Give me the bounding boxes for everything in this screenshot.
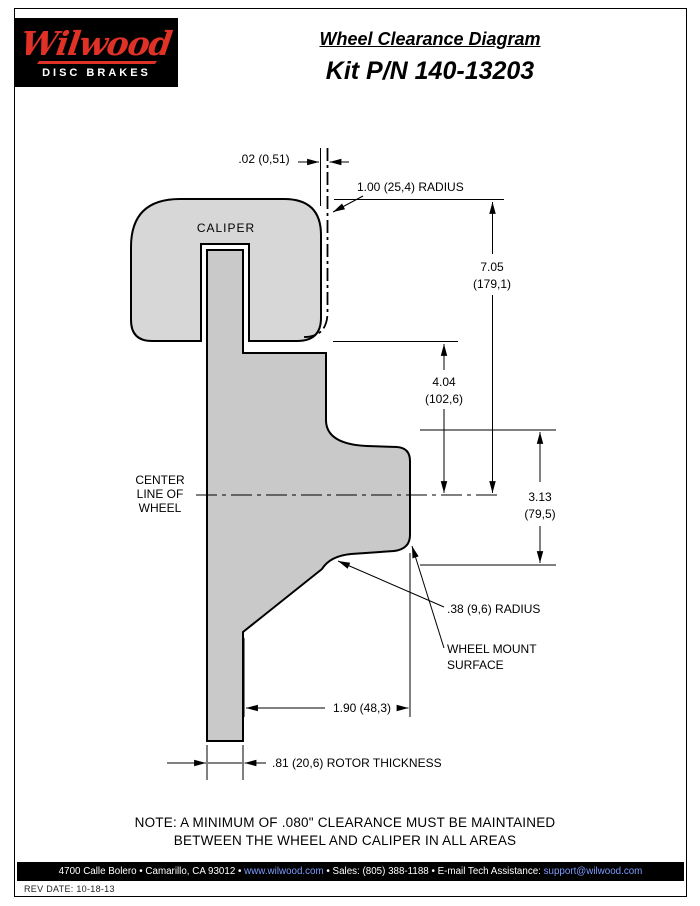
dim-3-13-mm-text: (79,5) bbox=[524, 507, 555, 521]
rev-date: REV DATE: 10-18-13 bbox=[24, 884, 115, 894]
note-line-2: BETWEEN THE WHEEL AND CALIPER IN ALL ARE… bbox=[173, 833, 517, 848]
footer-email-link[interactable]: support@wilwood.com bbox=[543, 866, 643, 877]
wheel-mount-text-2: SURFACE bbox=[447, 658, 504, 672]
dim-rotor-thickness-text: .81 (20,6) ROTOR THICKNESS bbox=[272, 756, 442, 770]
page-title: Wheel Clearance Diagram bbox=[319, 29, 541, 49]
radius-bottom-callout: .38 (9,6) RADIUS bbox=[337, 560, 540, 616]
radius-top-text: 1.00 (25,4) RADIUS bbox=[357, 180, 464, 194]
dim-7-05-in-text: 7.05 bbox=[480, 260, 504, 274]
dim-1-90: 1.90 (48,3) bbox=[243, 553, 411, 717]
dim-3-13-in-text: 3.13 bbox=[528, 490, 552, 504]
caliper-shape bbox=[130, 198, 322, 342]
gap-dim-text: .02 (0,51) bbox=[238, 152, 289, 166]
dim-1-90-text: 1.90 (48,3) bbox=[333, 701, 391, 715]
centerline-label-2: LINE OF bbox=[137, 487, 184, 501]
wheel-mount-text-1: WHEEL MOUNT bbox=[447, 642, 537, 656]
wheel-centerline: CENTER LINE OF WHEEL bbox=[135, 473, 498, 515]
wheel-clearance-envelope-line bbox=[303, 148, 329, 338]
dim-3-13: 3.13 (79,5) bbox=[420, 429, 556, 566]
clearance-note: NOTE: A MINIMUM OF .080" CLEARANCE MUST … bbox=[0, 814, 690, 850]
rev-date-label: REV DATE: bbox=[24, 884, 74, 894]
dim-clearance-gap: .02 (0,51) bbox=[238, 152, 349, 166]
page-border bbox=[14, 8, 687, 897]
dim-4-04-in-text: 4.04 bbox=[432, 375, 456, 389]
dim-rotor-thickness: .81 (20,6) ROTOR THICKNESS bbox=[167, 745, 442, 780]
dim-7-05-mm-text: (179,1) bbox=[473, 277, 511, 291]
wilwood-logo: Wilwood DISC BRAKES bbox=[15, 18, 178, 87]
footer-sales-text: • Sales: (805) 388-1188 • E-mail Tech As… bbox=[323, 866, 544, 877]
footer-contact-bar: 4700 Calle Bolero • Camarillo, CA 93012 … bbox=[17, 862, 684, 881]
note-line-1: NOTE: A MINIMUM OF .080" CLEARANCE MUST … bbox=[134, 815, 556, 830]
radius-bottom-text: .38 (9,6) RADIUS bbox=[447, 602, 540, 616]
dim-7-05: 7.05 (179,1) bbox=[334, 199, 511, 493]
dim-4-04-mm-text: (102,6) bbox=[425, 392, 463, 406]
footer-website-link[interactable]: www.wilwood.com bbox=[244, 866, 324, 877]
caliper-label: CALIPER bbox=[197, 221, 255, 235]
footer-address-text: 4700 Calle Bolero • Camarillo, CA 93012 … bbox=[58, 866, 245, 877]
dim-4-04: 4.04 (102,6) bbox=[333, 341, 463, 493]
wheel-mount-callout: WHEEL MOUNT SURFACE bbox=[411, 545, 537, 672]
centerline-label-3: WHEEL bbox=[139, 501, 182, 515]
kit-part-number: Kit P/N 140-13203 bbox=[325, 57, 535, 85]
rev-date-value: 10-18-13 bbox=[76, 884, 115, 894]
radius-top-callout: 1.00 (25,4) RADIUS bbox=[332, 180, 464, 213]
logo-subtitle: DISC BRAKES bbox=[42, 66, 151, 79]
centerline-label-1: CENTER bbox=[135, 473, 185, 487]
